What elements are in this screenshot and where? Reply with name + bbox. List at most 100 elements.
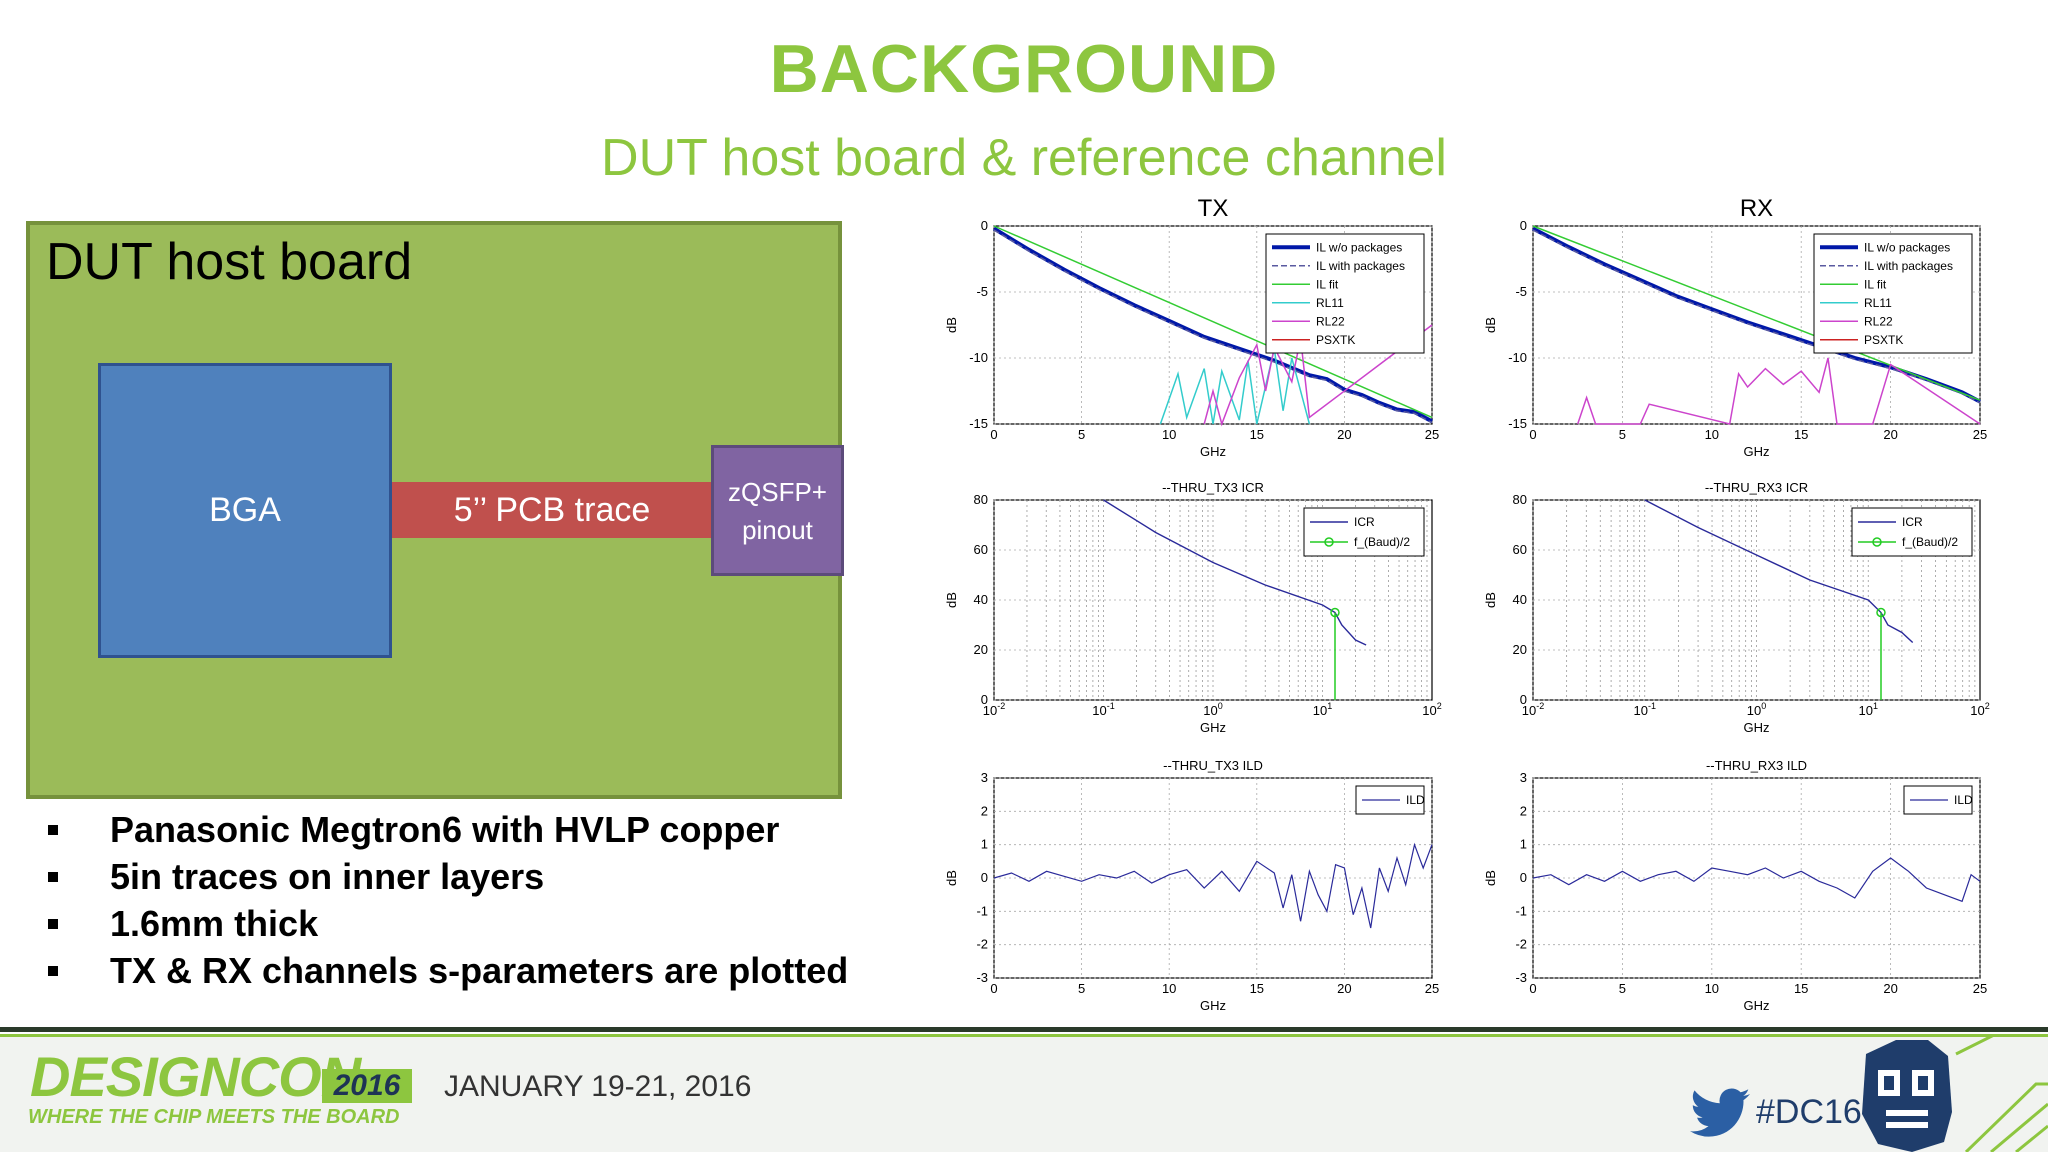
x-tick-label: 102	[1422, 701, 1441, 718]
connector-block: zQSFP+ pinout	[711, 445, 844, 576]
x-tick-exponent: 2	[1437, 701, 1442, 711]
legend-label: f_(Baud)/2	[1354, 535, 1410, 549]
y-tick-label: -3	[1515, 970, 1527, 985]
y-tick-label: 60	[1513, 542, 1527, 557]
x-tick-exponent: -2	[997, 701, 1005, 711]
chart-title: --THRU_TX3 ICR	[1162, 480, 1264, 495]
series-line	[993, 225, 1433, 419]
y-tick-label: -10	[969, 350, 988, 365]
chart-title: RX	[1740, 195, 1773, 222]
slide-subtitle: DUT host board & reference channel	[601, 129, 1447, 187]
y-tick-label: 0	[1520, 692, 1527, 707]
x-tick-label: 20	[1883, 427, 1897, 442]
x-tick-exponent: 0	[1218, 701, 1223, 711]
x-tick-exponent: -2	[1536, 701, 1544, 711]
x-axis-label: GHz	[1200, 720, 1226, 735]
x-tick-label: 20	[1883, 981, 1897, 996]
x-tick-label: 25	[1425, 981, 1439, 996]
series-line	[1576, 357, 1981, 425]
y-tick-label: -5	[1515, 284, 1527, 299]
y-axis-label: dB	[1483, 592, 1498, 608]
x-tick-label: 10-2	[1522, 701, 1544, 718]
x-tick-label: 0	[1529, 427, 1536, 442]
series-line	[1203, 324, 1433, 427]
bullet-item: 1.6mm thick	[40, 900, 848, 947]
legend-box	[1851, 507, 1973, 557]
x-axis-label: GHz	[1744, 720, 1770, 735]
x-tick-exponent: 1	[1873, 701, 1878, 711]
y-tick-label: 80	[974, 492, 988, 507]
x-tick-label: 10-1	[1092, 701, 1114, 718]
legend-marker	[1872, 537, 1882, 547]
legend-label: ILD	[1954, 793, 1973, 807]
legend-label: IL with packages	[1864, 259, 1953, 273]
robot-mascot-icon	[1862, 1034, 2048, 1152]
x-tick-label: 25	[1973, 427, 1987, 442]
x-tick-label: 25	[1425, 427, 1439, 442]
y-tick-label: 0	[981, 870, 988, 885]
x-tick-label: 15	[1794, 427, 1808, 442]
legend-label: ICR	[1354, 515, 1375, 529]
legend-label: IL fit	[1316, 277, 1339, 291]
legend-label: RL11	[1316, 296, 1344, 310]
y-tick-label: 60	[974, 542, 988, 557]
bullet-item: 5in traces on inner layers	[40, 853, 848, 900]
bullet-item: TX & RX channels s-parameters are plotte…	[40, 947, 848, 994]
series-line	[1103, 499, 1367, 646]
legend-label: RL11	[1864, 296, 1892, 310]
x-tick-label: 10-1	[1634, 701, 1656, 718]
legend-label: IL fit	[1864, 277, 1887, 291]
connector-label-line2: pinout	[742, 514, 813, 545]
x-tick-exponent: 0	[1761, 701, 1766, 711]
chart-title: --THRU_RX3 ICR	[1705, 480, 1808, 495]
y-axis-label: dB	[944, 317, 959, 333]
x-tick-label: 100	[1747, 701, 1766, 718]
connector-label-line1: zQSFP+	[728, 476, 827, 507]
y-tick-label: 1	[1520, 837, 1527, 852]
x-tick-label: 5	[1078, 981, 1085, 996]
x-tick-label: 101	[1313, 701, 1332, 718]
y-tick-label: -10	[1508, 350, 1527, 365]
series-line	[1532, 225, 1981, 401]
series-line	[993, 229, 1433, 424]
x-tick-label: 102	[1970, 701, 1989, 718]
series-line	[993, 842, 1433, 929]
bga-label: BGA	[209, 491, 281, 529]
x-tick-label: 25	[1973, 981, 1987, 996]
x-tick-label: 15	[1250, 427, 1264, 442]
x-tick-label: 0	[990, 427, 997, 442]
y-tick-label: -3	[976, 970, 988, 985]
y-tick-label: -1	[976, 903, 988, 918]
x-tick-label: 15	[1250, 981, 1264, 996]
pcb-trace-block: 5’’ PCB trace	[392, 482, 712, 538]
x-tick-label: 0	[990, 981, 997, 996]
y-tick-label: -15	[1508, 416, 1527, 431]
x-tick-label: 5	[1619, 981, 1626, 996]
logo-tagline: WHERE THE CHIP MEETS THE BOARD	[28, 1106, 400, 1128]
legend-label: ILD	[1406, 793, 1425, 807]
y-axis-label: dB	[1483, 317, 1498, 333]
y-axis-label: dB	[944, 592, 959, 608]
x-tick-label: 101	[1859, 701, 1878, 718]
logo-year-badge: 2016	[322, 1069, 412, 1103]
x-tick-label: 10	[1162, 427, 1176, 442]
y-tick-label: 0	[981, 692, 988, 707]
event-hashtag: #DC16	[1756, 1093, 1862, 1131]
y-tick-label: 2	[1520, 803, 1527, 818]
x-tick-label: 0	[1529, 981, 1536, 996]
y-tick-label: 20	[974, 642, 988, 657]
conference-date: JANUARY 19-21, 2016	[444, 1070, 752, 1103]
x-tick-label: 5	[1078, 427, 1085, 442]
x-tick-label: 10	[1705, 981, 1719, 996]
x-axis-label: GHz	[1744, 998, 1770, 1013]
legend-box	[1265, 233, 1425, 354]
y-tick-label: -2	[976, 937, 988, 952]
y-tick-label: -2	[1515, 937, 1527, 952]
legend-label: PSXTK	[1864, 333, 1903, 347]
